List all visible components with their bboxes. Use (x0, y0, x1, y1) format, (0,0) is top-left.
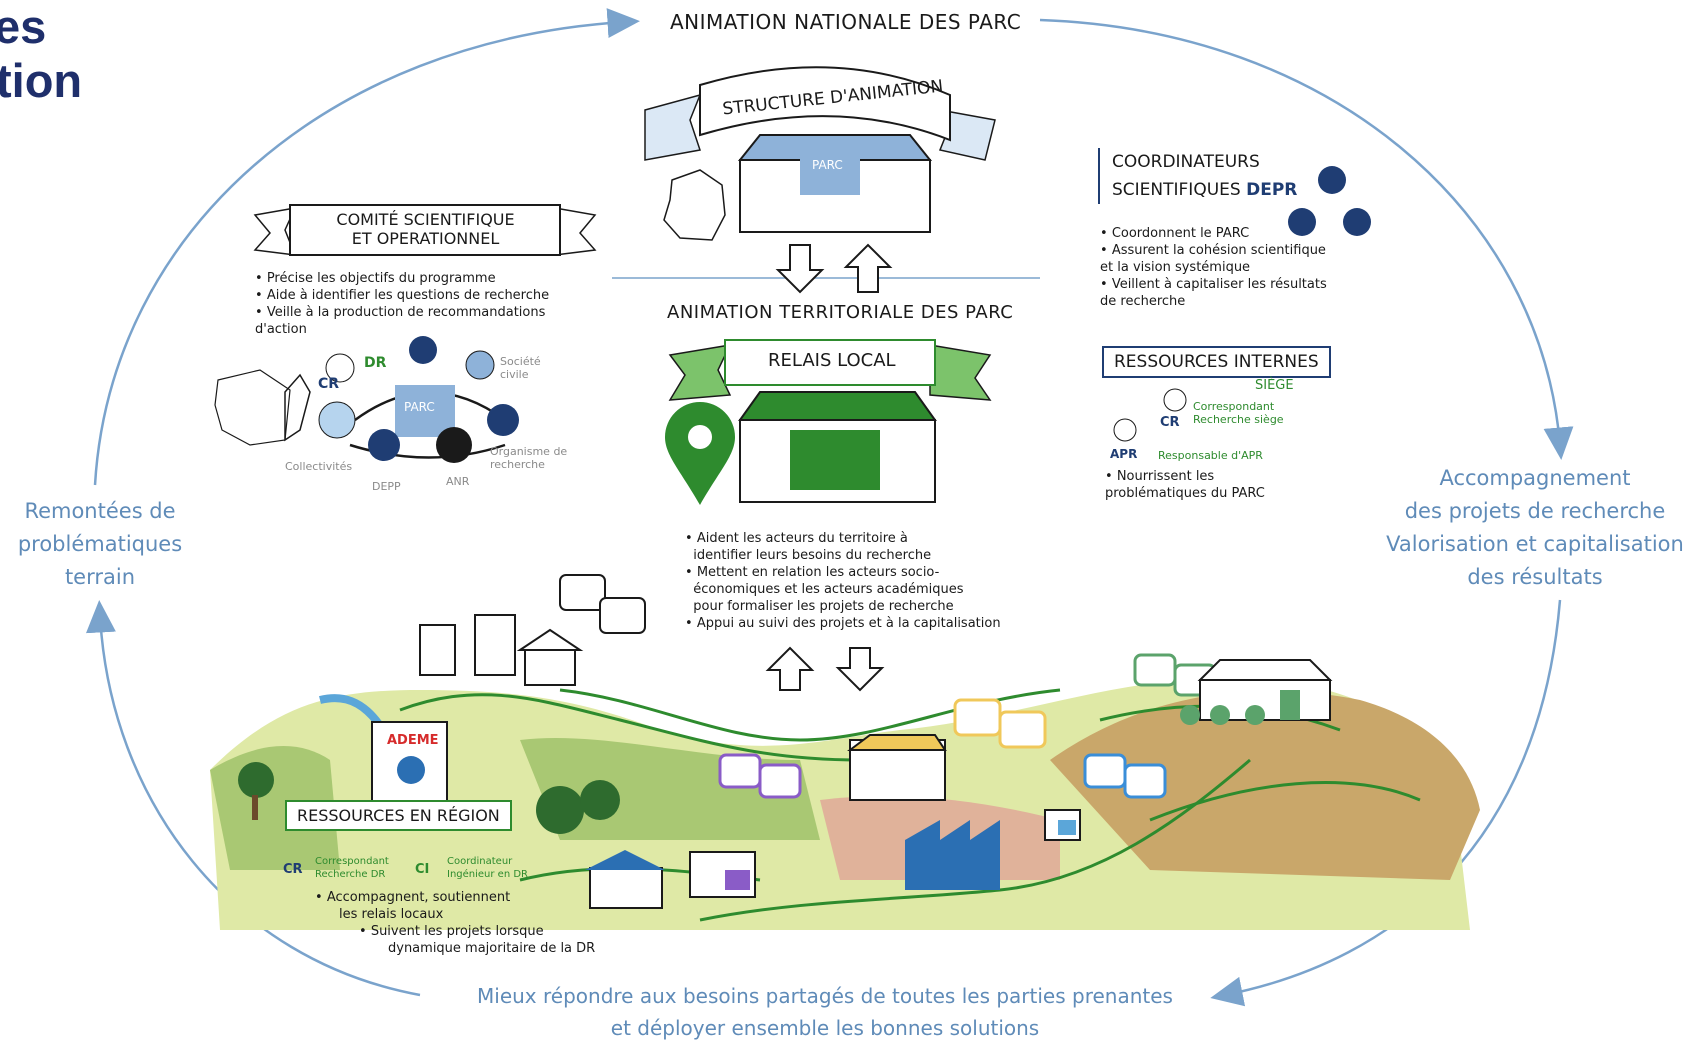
comite-banner-ribbon (253, 204, 597, 256)
territorial-bullet: • Appui au suivi des projets et à la cap… (685, 616, 1001, 631)
coordinateurs-title-line2: SCIENTIFIQUES DEPR (1112, 180, 1298, 200)
ressources-internes-title: RESSOURCES INTERNES (1102, 346, 1331, 378)
region-ci-badge: CI (415, 862, 430, 877)
comite-parc-label: PARC (404, 400, 435, 414)
comite-title-line1: COMITÉ SCIENTIFIQUE (336, 210, 515, 229)
coordinateurs-title-line1: COORDINATEURS (1112, 152, 1260, 172)
territorial-bullet: identifier leurs besoins du recherche (693, 548, 932, 563)
coordinateurs-title: COORDINATEURS SCIENTIFIQUES DEPR (1098, 148, 1297, 204)
ressources-region-bullets: • Accompagnent, soutiennent les relais l… (315, 889, 595, 957)
internes-apr-label: Responsable d'APR (1158, 449, 1263, 462)
comite-anr-label: ANR (446, 475, 470, 488)
territorial-bullets: • Aident les acteurs du territoire à ide… (685, 530, 1001, 632)
comite-network-diagram (214, 336, 519, 463)
comite-cr-badge: CR (318, 376, 340, 392)
france-map-national (663, 169, 726, 241)
cycle-bottom-label: Mieux répondre aux besoins partagés de t… (477, 984, 1173, 1040)
comite-title-line2: ET OPERATIONNEL (351, 229, 500, 248)
ressources-internes-subtitle: SIÈGE (1255, 378, 1294, 393)
territorial-bullet: • Aident les acteurs du territoire à (685, 531, 908, 546)
internes-cr-badge: CR (1160, 415, 1180, 430)
comite-bullet: • Aide à identifier les questions de rec… (255, 288, 550, 303)
internes-bullet: problématiques du PARC (1105, 486, 1265, 501)
comite-societe-label: Société civile (500, 355, 541, 381)
coordinateurs-bullets: • Coordonnent le PARC • Assurent la cohé… (1100, 225, 1327, 310)
territorial-title: ANIMATION TERRITORIALE DES PARC (667, 302, 1014, 323)
region-bullet: les relais locaux (339, 907, 444, 922)
region-ci-label: Coordinateur Ingénieur en DR (447, 856, 529, 880)
region-bullet: • Suivent les projets lorsque (359, 924, 544, 939)
comite-bullet: • Précise les objectifs du programme (255, 271, 496, 286)
national-parc-building (737, 134, 933, 233)
region-cr-label: Correspondant Recherche DR (315, 856, 389, 880)
comite-organisme-label: Organisme de recherche (490, 445, 568, 471)
coordinateurs-bullet: • Veillent à capitaliser les résultats (1100, 277, 1327, 292)
internes-cr-label: Correspondant Recherche siège (1193, 400, 1284, 426)
coordinateurs-bullet: • Coordonnent le PARC (1100, 226, 1250, 241)
coordinateurs-bullet: et la vision systémique (1100, 260, 1251, 275)
cycle-right-label: Accompagnement des projets de recherche … (1386, 466, 1684, 589)
page-title-line2: tion (0, 54, 83, 107)
relais-local-building (738, 391, 937, 503)
coordinateurs-bullet: • Assurent la cohésion scientifique (1100, 243, 1326, 258)
cycle-arrow-bottom-left (85, 600, 421, 997)
internes-bullet: • Nourrissent les (1105, 469, 1215, 484)
structure-banner-ribbon (644, 66, 996, 161)
location-pin-icon (665, 402, 735, 505)
national-title: ANIMATION NATIONALE DES PARC (670, 10, 1022, 34)
cycle-arrow-top-right (1039, 18, 1574, 460)
cycle-left-label: Remontées de problématiques terrain (17, 499, 183, 589)
region-bullet: • Accompagnent, soutiennent (315, 890, 511, 905)
region-cr-badge: CR (283, 862, 303, 877)
comite-title: COMITÉ SCIENTIFIQUE ET OPERATIONNEL (303, 210, 548, 248)
territorial-bullet: économiques et les acteurs académiques (693, 582, 964, 597)
comite-collectivites-label: Collectivités (285, 460, 353, 473)
comite-depp-label: DEPP (372, 480, 401, 493)
territorial-bullet: pour formaliser les projets de recherche (693, 599, 954, 614)
ressources-internes-bullets: • Nourrissent les problématiques du PARC (1105, 468, 1265, 502)
internes-apr-badge: APR (1110, 447, 1138, 461)
region-bullet: dynamique majoritaire de la DR (388, 941, 596, 956)
ademe-label: ADEME (387, 733, 439, 748)
comite-dr-badge: DR (364, 355, 387, 371)
page-title-line1: es (0, 0, 47, 53)
relais-banner-text: RELAIS LOCAL (768, 350, 896, 371)
territorial-bullet: • Mettent en relation les acteurs socio- (685, 565, 940, 580)
relais-banner-ribbon (668, 339, 992, 401)
national-building-label: PARC (812, 158, 843, 172)
cycle-arrow-top-left (93, 8, 640, 486)
page-title: es tion (0, 0, 82, 108)
coordinateurs-bullet: de recherche (1100, 294, 1186, 309)
comite-bullets: • Précise les objectifs du programme • A… (255, 270, 549, 338)
comite-bullet: • Veille à la production de recommandati… (255, 305, 546, 320)
comite-bullet: d'action (255, 322, 307, 337)
ressources-region-title: RESSOURCES EN RÉGION (285, 800, 512, 831)
